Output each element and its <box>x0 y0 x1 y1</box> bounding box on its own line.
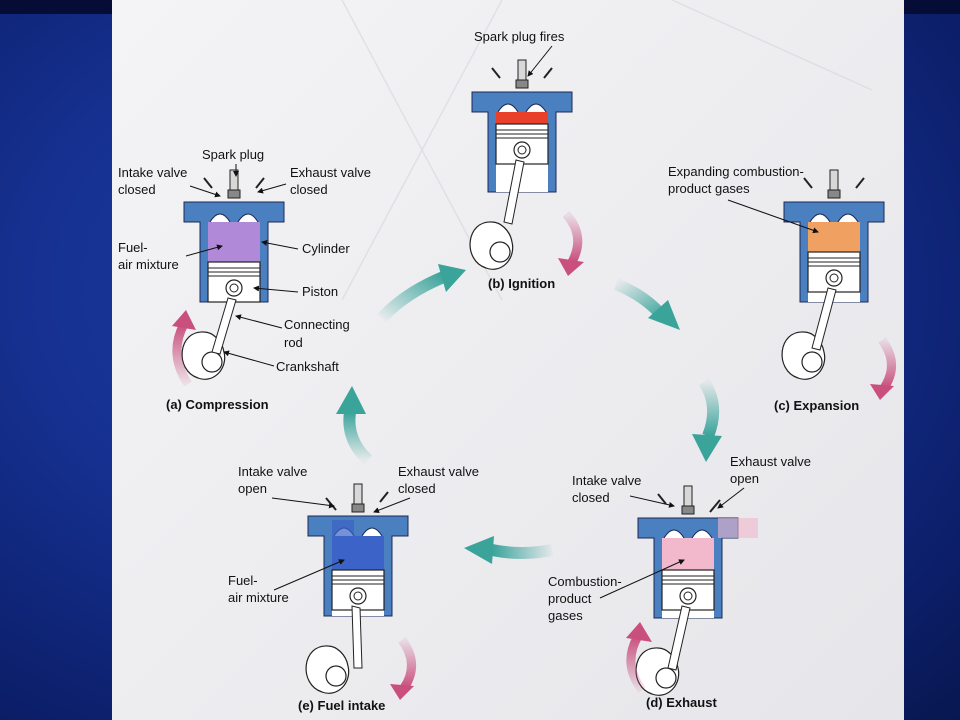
cycle-arrows <box>336 264 722 564</box>
fuel-intake-intake-open-label: open <box>238 481 267 496</box>
exhaust-gases-label-3: gases <box>548 608 583 623</box>
expansion-crank-arrow <box>878 337 896 391</box>
compression-crank-arrow <box>172 321 192 387</box>
fuel-intake-crank-arrow <box>398 637 416 691</box>
compression-exhaust-closed-label: closed <box>290 182 328 197</box>
exhaust-caption: (d) Exhaust <box>646 695 717 710</box>
ignition-leader-line <box>527 45 553 77</box>
exhaust-exhaust-open-label: open <box>730 471 759 486</box>
compression-exhaust-valve-label: Exhaust valve <box>290 165 371 180</box>
exhaust-intake-valve-label: Intake valve <box>572 473 641 488</box>
fuel-intake-leader-lines <box>271 497 411 591</box>
compression-diagram <box>181 169 285 380</box>
four-stroke-cycle-diagram: Spark plug Intake valve closed Exhaust v… <box>118 0 896 713</box>
compression-fuel-label: Fuel- <box>118 240 148 255</box>
cycle-arrow-exhaust-to-fuel-intake <box>490 544 554 559</box>
fuel-intake-caption: (e) Fuel intake <box>298 698 385 713</box>
fuel-intake-intake-valve-label: Intake valve <box>238 464 307 479</box>
compression-fuel-mixture-label: air mixture <box>118 257 179 272</box>
compression-cylinder-label: Cylinder <box>302 241 350 256</box>
cycle-arrow-compression-to-ignition <box>377 270 449 323</box>
ignition-caption: (b) Ignition <box>488 276 555 291</box>
compression-intake-valve-label: Intake valve <box>118 165 187 180</box>
compression-rod-label: Connecting <box>284 317 350 332</box>
exhaust-gases-label-2: product <box>548 591 592 606</box>
exhaust-exhaust-valve-label: Exhaust valve <box>730 454 811 469</box>
compression-intake-closed-label: closed <box>118 182 156 197</box>
exhaust-leader-lines <box>599 487 745 599</box>
compression-crankshaft-label: Crankshaft <box>276 359 339 374</box>
expansion-gases-label: Expanding combustion- <box>668 164 804 179</box>
expansion-diagram <box>781 169 885 380</box>
compression-rod-label-2: rod <box>284 335 303 350</box>
compression-caption: (a) Compression <box>166 397 269 412</box>
fuel-intake-fuel-label: Fuel- <box>228 573 258 588</box>
textbook-page: Spark plug Intake valve closed Exhaust v… <box>112 0 904 720</box>
expansion-gases-label-2: product gases <box>668 181 750 196</box>
cycle-arrow-expansion-to-exhaust <box>698 378 720 439</box>
ignition-spark-fires-label: Spark plug fires <box>474 29 565 44</box>
background-ghost-text <box>341 0 873 301</box>
exhaust-intake-closed-label: closed <box>572 490 610 505</box>
compression-piston-label: Piston <box>302 284 338 299</box>
expansion-leader-line <box>727 199 819 234</box>
fuel-intake-fuel-mixture-label: air mixture <box>228 590 289 605</box>
fuel-intake-exhaust-closed-label: closed <box>398 481 436 496</box>
compression-leader-lines <box>185 164 299 367</box>
ignition-crank-arrow <box>562 210 583 265</box>
exhaust-gases-label: Combustion- <box>548 574 622 589</box>
fuel-intake-diagram <box>305 483 409 694</box>
compression-spark-plug-label: Spark plug <box>202 147 264 162</box>
ignition-diagram <box>469 59 573 270</box>
exhaust-diagram <box>635 485 758 696</box>
fuel-intake-exhaust-valve-label: Exhaust valve <box>398 464 479 479</box>
cycle-arrow-fuel-intake-to-compression <box>343 411 373 465</box>
expansion-caption: (c) Expansion <box>774 398 859 413</box>
exhaust-crank-arrow <box>626 633 646 693</box>
